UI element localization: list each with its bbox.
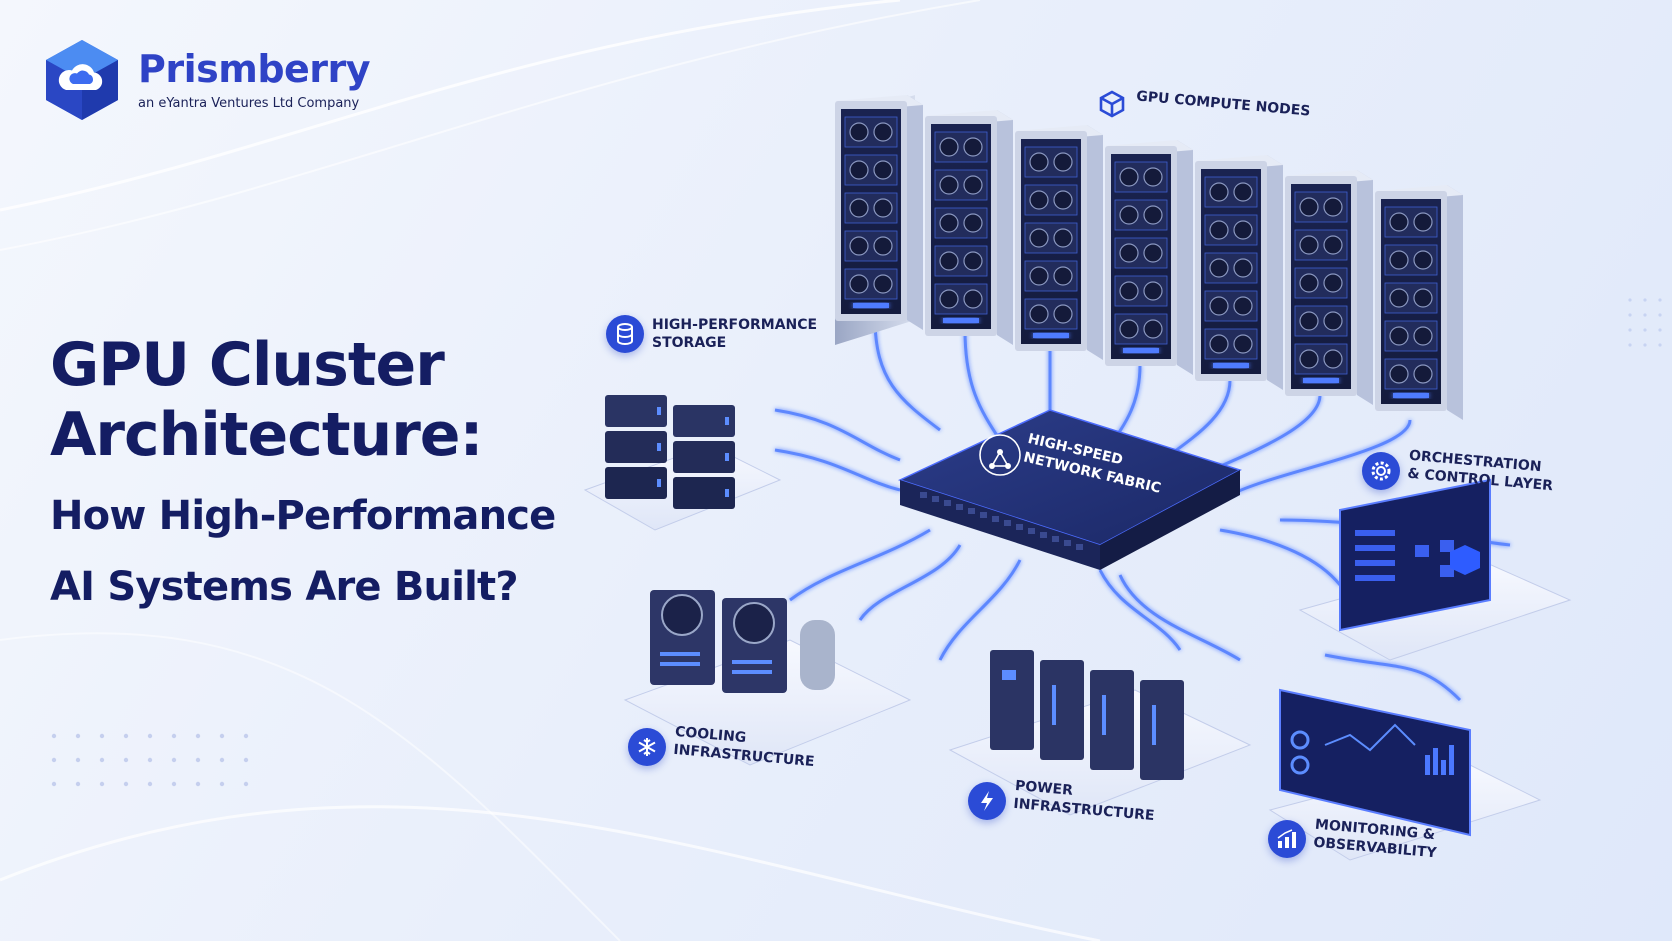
label-gpu-compute-nodes: GPU COMPUTE NODES [1098, 88, 1311, 120]
headline: GPU Cluster Architecture: How High-Perfo… [50, 330, 650, 612]
label-cooling: COOLING INFRASTRUCTURE [628, 724, 815, 770]
gpu-rack [1195, 155, 1283, 390]
headline-line-1: GPU Cluster [50, 330, 445, 400]
label-text: MONITORING & OBSERVABILITY [1312, 816, 1438, 862]
monitoring-dashboard [1268, 688, 1542, 861]
gpu-rack [1285, 170, 1373, 405]
headline-line-2: Architecture: [50, 400, 484, 471]
cluster-diagram [583, 95, 1572, 861]
cooling-units [623, 590, 912, 766]
label-text: ORCHESTRATION & CONTROL LAYER [1406, 447, 1554, 495]
label-orchestration: ORCHESTRATION & CONTROL LAYER [1362, 448, 1554, 494]
brand-name: Prismberry [138, 46, 371, 91]
lightning-icon [968, 782, 1006, 820]
label-text: POWER INFRASTRUCTURE [1012, 777, 1156, 825]
gear-icon [1362, 452, 1400, 490]
cloud-logo-icon [46, 40, 118, 120]
gpu-rack [925, 110, 1013, 345]
label-monitoring: MONITORING & OBSERVABILITY [1268, 816, 1437, 861]
bar-chart-icon [1268, 820, 1306, 858]
brand: Prismberry an eYantra Ventures Ltd Compa… [40, 38, 371, 122]
power-units [948, 650, 1252, 816]
label-text: GPU COMPUTE NODES [1135, 88, 1311, 120]
database-icon [606, 315, 644, 353]
network-switch [897, 409, 1242, 570]
cube-icon [1099, 90, 1125, 118]
label-text: COOLING INFRASTRUCTURE [672, 723, 816, 771]
headline-sub-1: How High-Performance [50, 493, 556, 540]
headline-sub-2: AI Systems Are Built? [50, 564, 519, 611]
gpu-rack [1375, 185, 1463, 420]
snowflake-icon [628, 728, 666, 766]
gpu-rack [1015, 125, 1103, 360]
decorative-dot-grid [51, 733, 249, 787]
brand-tagline: an eYantra Ventures Ltd Company [138, 95, 360, 111]
label-power: POWER INFRASTRUCTURE [968, 778, 1155, 824]
storage-cluster [583, 395, 782, 531]
orchestration-console [1298, 478, 1572, 661]
label-storage: HIGH-PERFORMANCE STORAGE [606, 315, 817, 353]
gpu-rack [835, 95, 923, 330]
network-nodes-icon [989, 449, 1011, 469]
gpu-rack [1105, 140, 1193, 375]
label-text: HIGH-PERFORMANCE STORAGE [652, 316, 818, 351]
